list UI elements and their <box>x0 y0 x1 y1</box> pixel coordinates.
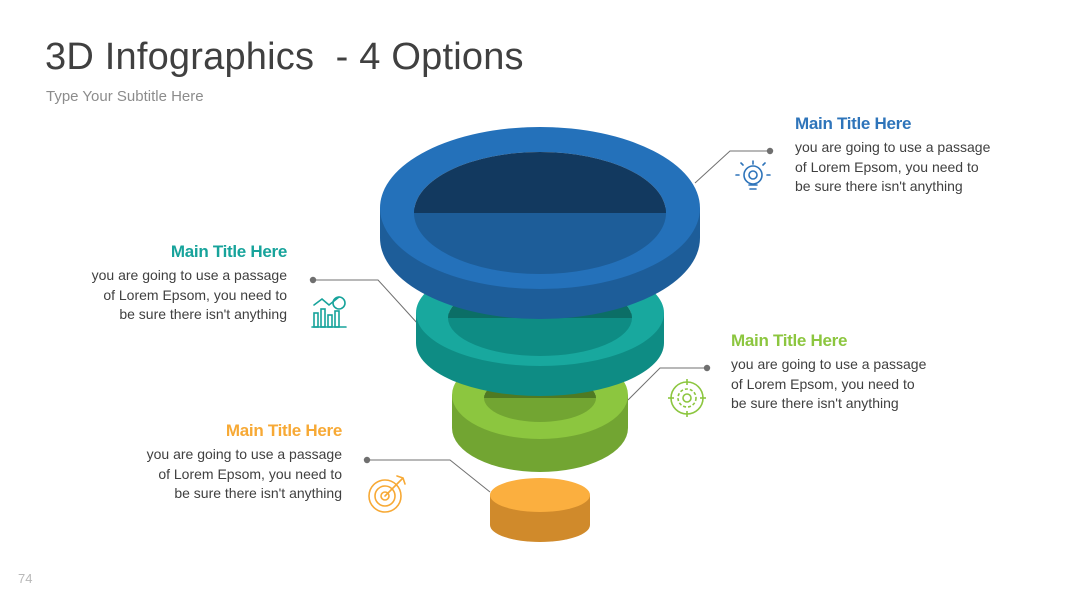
funnel-level-blue <box>380 127 700 319</box>
settings-target-icon <box>668 379 706 417</box>
option-block-green: Main Title Here you are going to use a p… <box>731 331 971 414</box>
target-arrow-icon <box>368 475 406 513</box>
option-title-blue: Main Title Here <box>795 114 912 133</box>
option-title-teal: Main Title Here <box>170 242 287 261</box>
connector-dot-green <box>703 364 711 372</box>
page-title: 3D Infographics - 4 Options <box>45 36 524 78</box>
connector-line-orange <box>367 459 491 493</box>
option-block-orange: Main Title Here you are going to use a p… <box>102 421 343 504</box>
option-block-blue: Main Title Here you are going to use a p… <box>795 114 1035 197</box>
option-body-green: you are going to use a passage of Lorem … <box>731 356 927 411</box>
funnel-level-orange <box>490 478 590 542</box>
connector-dot-teal <box>309 276 317 284</box>
option-body-teal: you are going to use a passage of Lorem … <box>91 267 287 322</box>
option-body-blue: you are going to use a passage of Lorem … <box>795 139 991 194</box>
connector-line-green <box>627 367 707 401</box>
connector-dots <box>309 147 774 464</box>
connector-dot-blue <box>766 147 774 155</box>
option-body-orange: you are going to use a passage of Lorem … <box>146 446 342 501</box>
option-title-green: Main Title Here <box>731 331 848 350</box>
lightbulb-icon <box>735 160 771 190</box>
option-block-teal: Main Title Here you are going to use a p… <box>47 242 288 325</box>
connector-lines <box>313 150 770 493</box>
option-title-orange: Main Title Here <box>225 421 342 440</box>
page-number: 74 <box>18 571 33 586</box>
connector-line-blue <box>694 150 770 184</box>
chart-growth-icon <box>311 296 347 328</box>
page-subtitle: Type Your Subtitle Here <box>46 88 204 105</box>
connector-dot-orange <box>363 456 371 464</box>
connector-line-teal <box>313 279 419 325</box>
